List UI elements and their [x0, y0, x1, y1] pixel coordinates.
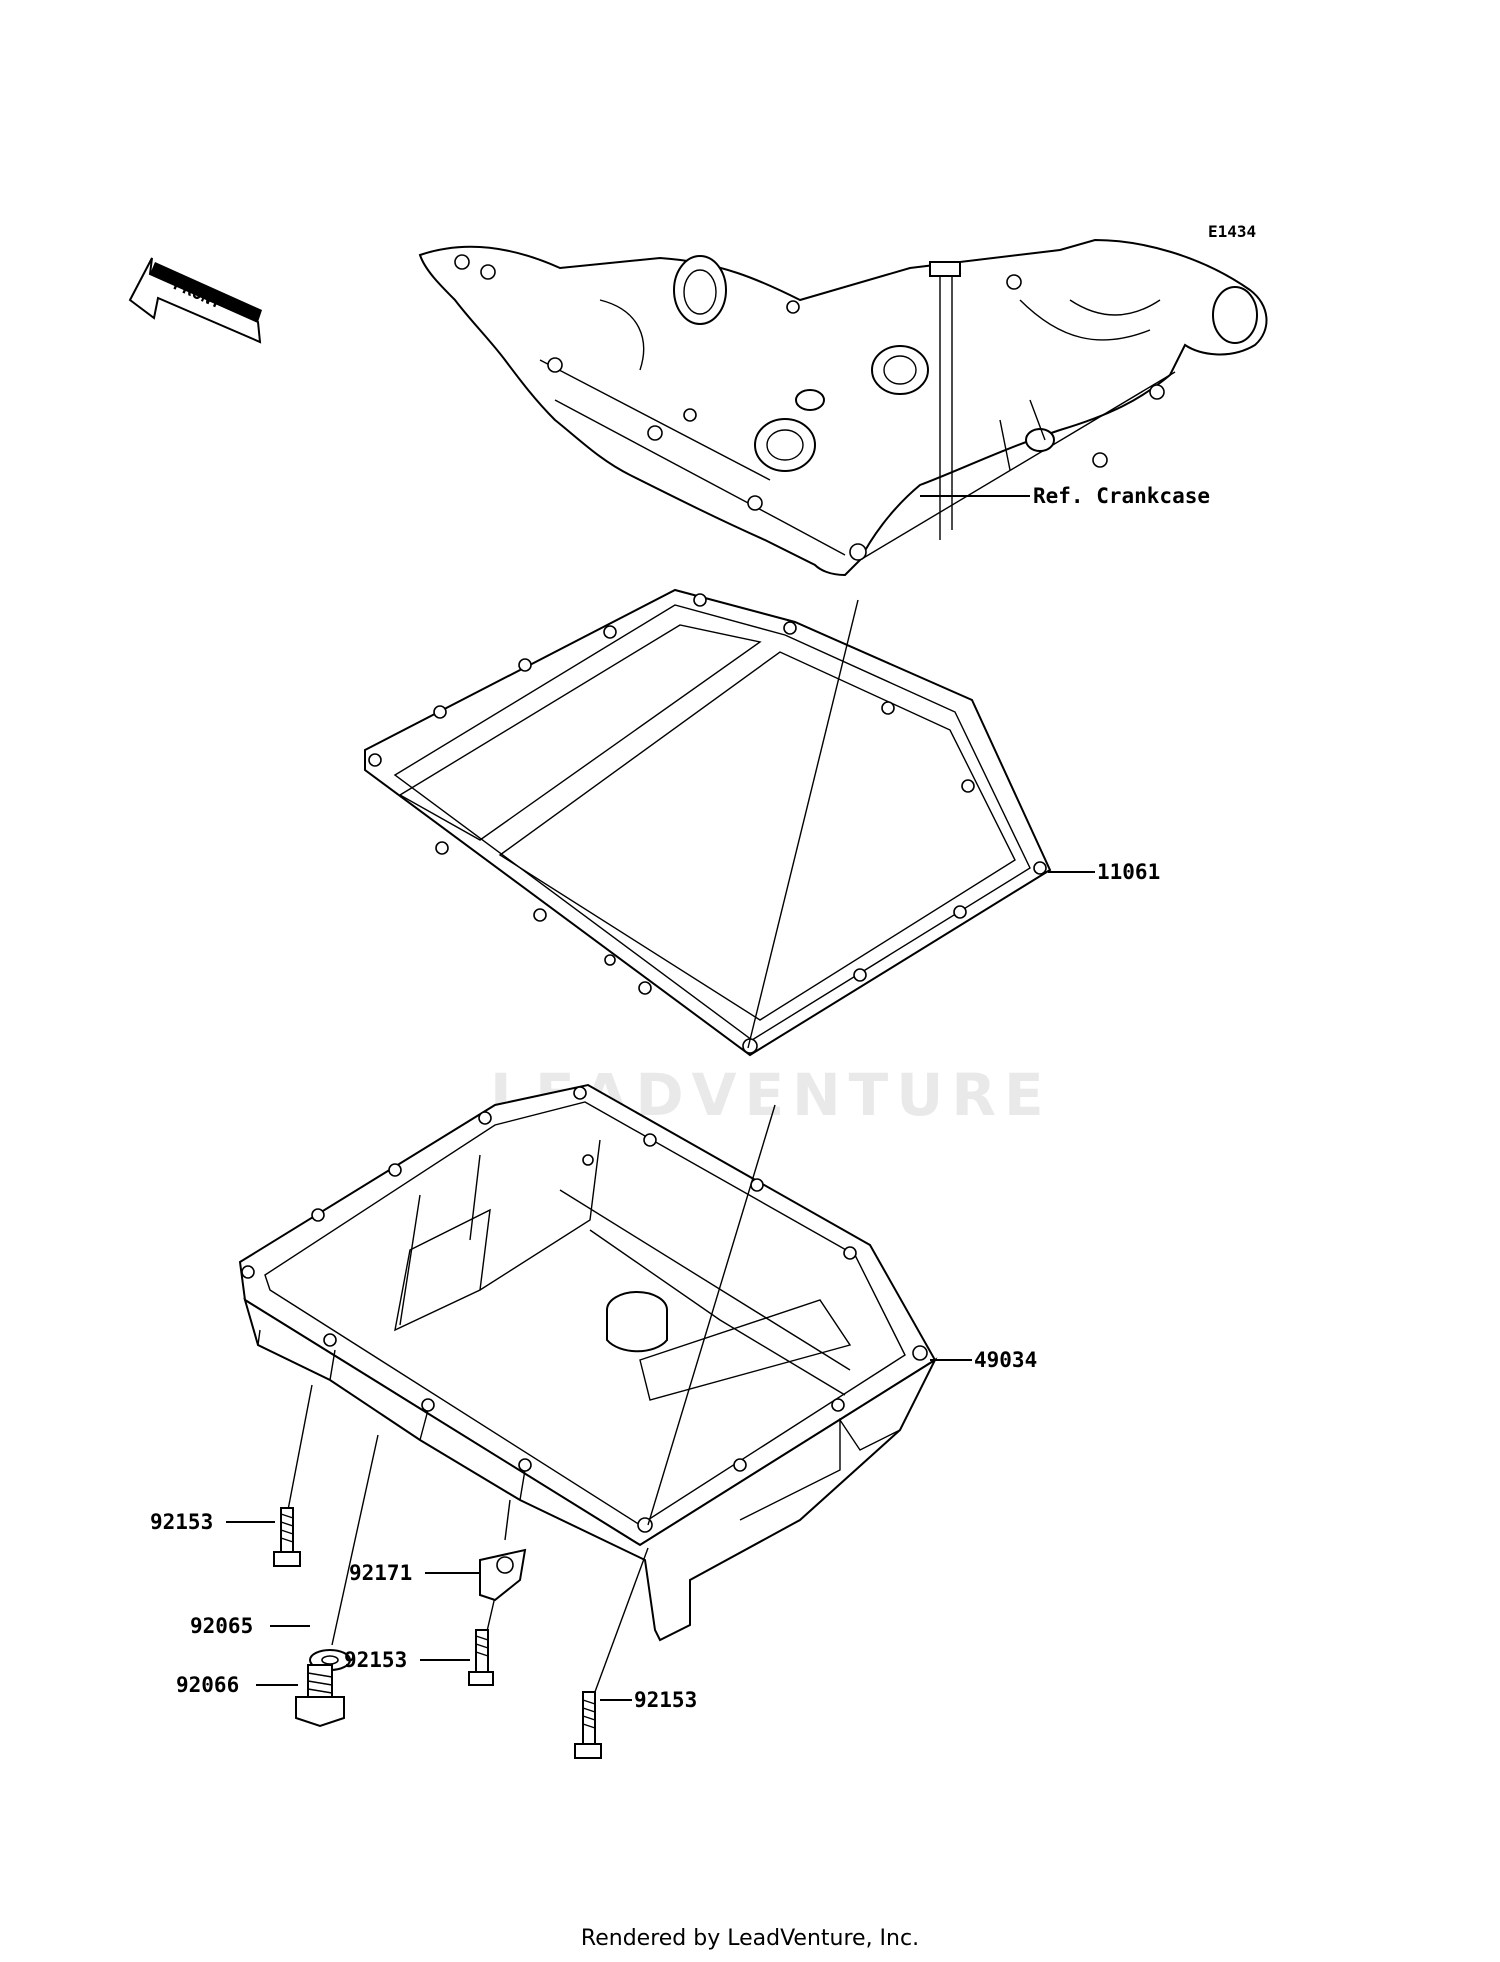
crankcase-bolt-holes [454, 254, 1165, 561]
leader-lines [226, 495, 1095, 1701]
clamp-92171 [479, 1548, 527, 1602]
drain-plug-92066 [295, 1664, 345, 1728]
ref-crankcase-label: Ref. Crankcase [1033, 484, 1210, 508]
part-label-92065[interactable]: 92065 [190, 1614, 253, 1638]
part-label-92153-right[interactable]: 92153 [634, 1688, 697, 1712]
gasket-holes [368, 593, 1047, 1054]
bolt-92153-right [574, 1691, 602, 1759]
bolt-92153-left [273, 1507, 301, 1567]
oil-pan-holes [241, 1086, 928, 1533]
diagram-code: E1434 [1208, 222, 1256, 241]
part-label-11061[interactable]: 11061 [1097, 860, 1160, 884]
center-lines [287, 599, 859, 1701]
part-label-92153-left[interactable]: 92153 [150, 1510, 213, 1534]
part-label-92153-mid[interactable]: 92153 [344, 1648, 407, 1672]
gasket-drawing [364, 588, 1052, 1057]
crankcase-drawing [418, 238, 1268, 577]
part-label-49034[interactable]: 49034 [974, 1348, 1037, 1372]
front-arrow-icon: FRONT [128, 257, 262, 344]
oil-pan-drawing [238, 1083, 938, 1642]
bolt-92153-mid [468, 1629, 494, 1686]
footer-credit: Rendered by LeadVenture, Inc. [581, 1926, 919, 1951]
part-label-92171[interactable]: 92171 [349, 1561, 412, 1585]
part-label-92066[interactable]: 92066 [176, 1673, 239, 1697]
